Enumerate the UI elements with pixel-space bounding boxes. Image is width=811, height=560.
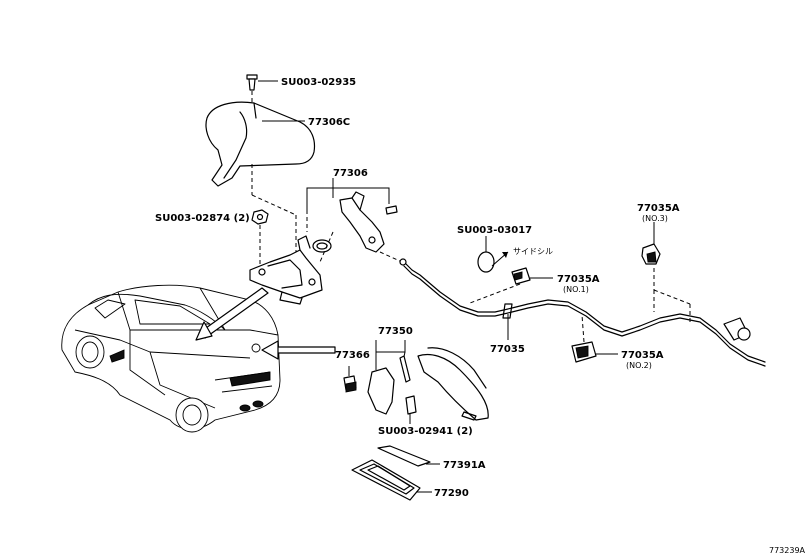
label-77035a-no1-sub: (NO.1) bbox=[563, 285, 589, 294]
label-77035a-no2-sub: (NO.2) bbox=[626, 361, 652, 370]
label-77306c: 77306C bbox=[308, 117, 350, 128]
pad-77290 bbox=[351, 459, 432, 501]
clamp-77035a-no3 bbox=[641, 222, 661, 265]
nut-su003-02874 bbox=[251, 209, 269, 225]
figure-code: 773239A bbox=[769, 546, 806, 555]
label-77035a-no3: 77035A bbox=[637, 203, 680, 214]
label-su003-02935: SU003-02935 bbox=[281, 77, 356, 88]
grommet-su003-03017 bbox=[477, 236, 495, 273]
opener-lever-77306 bbox=[306, 178, 398, 253]
label-77035: 77035 bbox=[490, 344, 525, 355]
label-77306: 77306 bbox=[333, 168, 368, 179]
clamp-77035a-no2 bbox=[571, 341, 618, 363]
cover-77306c bbox=[205, 101, 316, 187]
label-77035a-no1: 77035A bbox=[557, 274, 600, 285]
label-77035a-no2: 77035A bbox=[621, 350, 664, 361]
label-su003-03017: SU003-03017 bbox=[457, 225, 532, 236]
opener-cable-77035 bbox=[399, 258, 766, 367]
clip-77366 bbox=[343, 366, 357, 393]
label-77035a-no3-sub: (NO.3) bbox=[642, 214, 668, 223]
label-su003-02941: SU003-02941 (2) bbox=[378, 426, 473, 437]
location-arrows bbox=[195, 287, 336, 360]
label-77391a: 77391A bbox=[443, 460, 486, 471]
fuel-lid-housing-bracket bbox=[249, 235, 323, 305]
label-77366: 77366 bbox=[335, 350, 370, 361]
clamp-77035a-no1 bbox=[511, 267, 553, 285]
seal-77391a bbox=[377, 445, 440, 467]
screw-su003-02935 bbox=[246, 74, 278, 91]
label-su003-02874: SU003-02874 (2) bbox=[155, 213, 250, 224]
label-side-sill: サイドシル bbox=[513, 247, 553, 256]
label-77350: 77350 bbox=[378, 326, 413, 337]
side-sill-arrow bbox=[491, 251, 509, 267]
fuel-lid-77350 bbox=[367, 340, 489, 424]
label-77290: 77290 bbox=[434, 488, 469, 499]
